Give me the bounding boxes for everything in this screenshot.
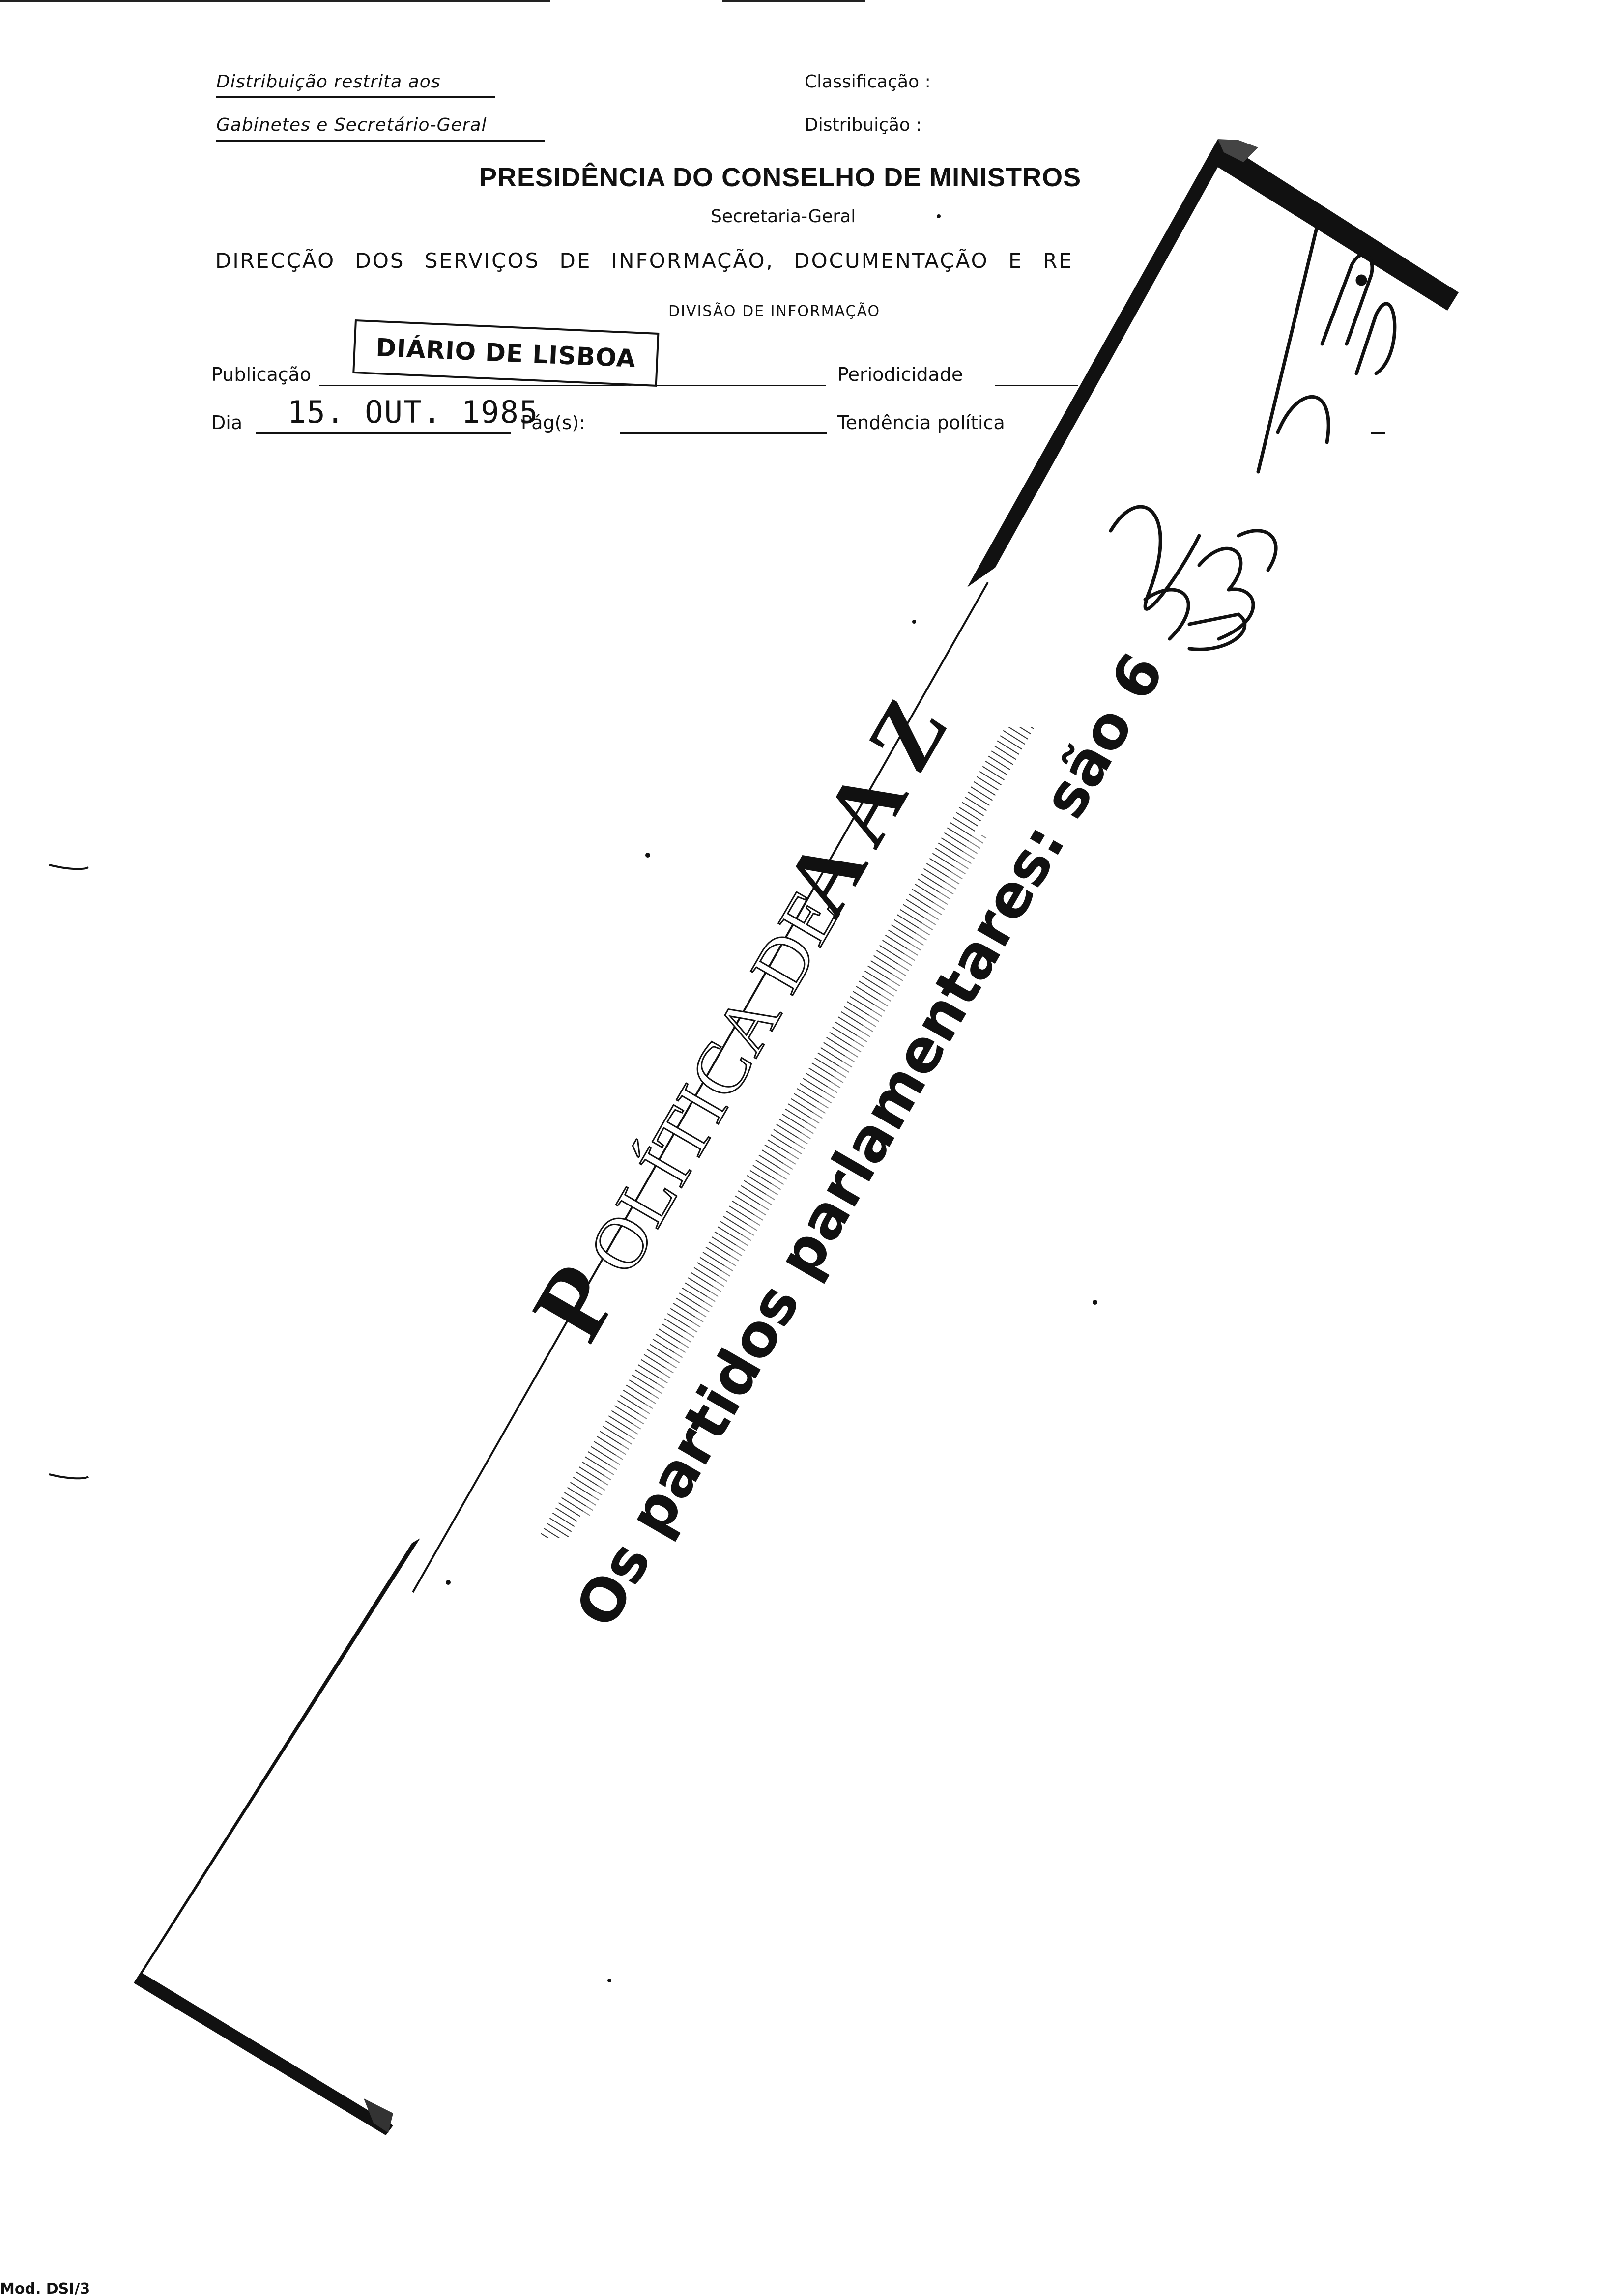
frame-top-noise [1218,139,1258,162]
division-name: DIVISÃO DE INFORMAÇÃO [668,303,881,320]
frame-bottom-noise [364,2098,393,2133]
frame-bottom-left-corner [134,1538,420,2135]
periodicidade-label: Periodicidade [837,364,963,385]
frame-diagonal-cut-line [412,582,989,1593]
institution-title: PRESIDÊNCIA DO CONSELHO DE MINISTROS [479,163,1082,192]
classificacao-label: Classificação : [805,72,931,92]
scan-top-rule-left [0,0,550,2]
tendencia-label: Tendência política [837,412,1005,433]
dia-label: Dia [211,412,243,433]
handwritten-ref-mark [1187,529,1278,651]
hatch-band-inner [565,835,988,1516]
handwritten-initials-mark [1109,505,1201,641]
dia-rule [256,432,511,434]
publicacao-rule [319,385,826,386]
scan-top-rule-mid [722,0,865,2]
date-stamp: 15. OUT. 1985 [288,394,539,430]
form-code: Mod. DSI/3 [0,2280,90,2296]
handwritten-date-dot [1355,274,1367,286]
periodicidade-rule [995,385,1078,386]
department-name: DIRECÇÃO DOS SERVIÇOS DE INFORMAÇÃO, DOC… [215,249,1073,273]
restricted-distribution-line1: Distribuição restrita aos [216,72,441,92]
restricted-line1-rule [216,96,495,98]
restricted-distribution-line2: Gabinetes e Secretário-Geral [216,115,487,135]
pags-rule [620,432,827,434]
distribuicao-label: Distribuição : [805,115,922,135]
institution-subtitle: Secretaria-Geral [711,206,856,227]
publicacao-label: Publicação [211,364,312,385]
handwritten-date-mark [1256,224,1397,474]
scan-specks [49,214,1385,1982]
pags-label: Pág(s): [521,412,585,433]
restricted-line2-rule [216,140,545,142]
clipping-frame [134,139,1459,2135]
handwritten-annotations [1109,224,1397,651]
